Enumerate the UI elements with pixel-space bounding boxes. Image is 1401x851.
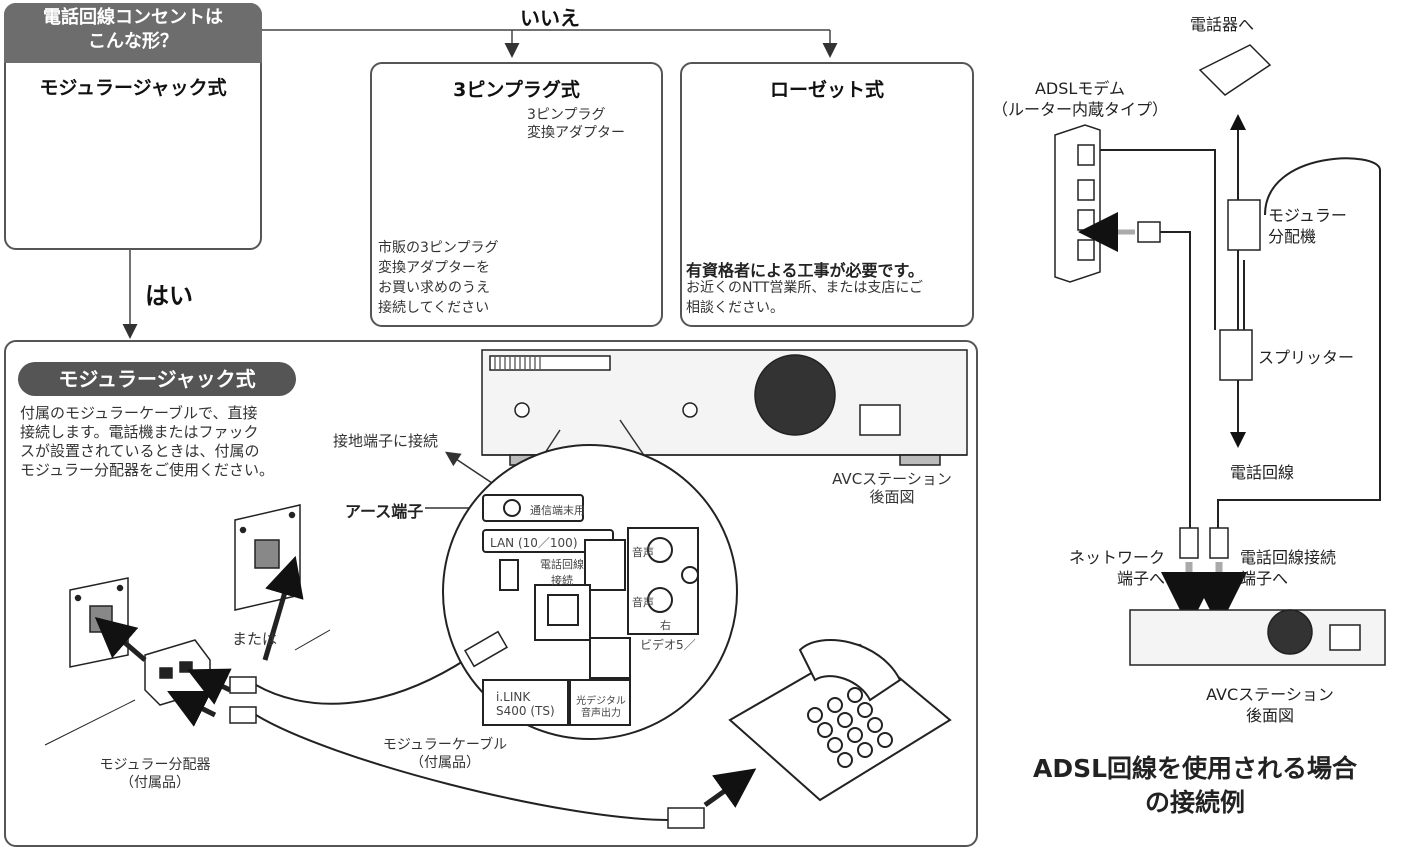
modular-top-title: モジュラージャック式 xyxy=(39,77,227,99)
ilink-label: i.LINK S400 (TS) xyxy=(496,690,555,718)
note-line: 相談ください。 xyxy=(686,300,784,316)
question-line2: こんな形？ xyxy=(88,31,178,52)
adsl-lines xyxy=(1090,114,1381,528)
adsl-station-label: AVCステーション 後面図 xyxy=(1160,684,1380,726)
note-line: 変換アダプターを xyxy=(378,260,490,276)
audio-label-1: 音声 xyxy=(632,546,654,559)
network-terminal-label: ネットワーク 端子へ xyxy=(1020,547,1165,589)
to-phone-label: 電話器へ xyxy=(1190,15,1255,34)
main-connection-panel xyxy=(4,340,978,847)
adsl-station-label-line: 後面図 xyxy=(1245,706,1294,725)
port-label-line: 電話回線 xyxy=(540,558,584,571)
rosette-box xyxy=(680,62,974,327)
network-label-line: 端子へ xyxy=(1116,569,1165,588)
network-label-line: ネットワーク xyxy=(1068,548,1165,567)
right-channel-label: 右 xyxy=(660,619,671,632)
line-terminal-label: 電話回線接続 端子へ xyxy=(1240,547,1336,589)
main-panel-badge: モジュラージャック式 xyxy=(18,362,296,396)
three-pin-title: 3ピンプラグ式 xyxy=(453,79,580,101)
adsl-phone-line-label: 電話回線 xyxy=(1230,463,1295,482)
zoom-circle xyxy=(442,444,738,740)
desc-line: モジュラー分配器をご使用ください。 xyxy=(20,461,274,479)
distributor-label-line: モジュラー xyxy=(1268,206,1347,225)
optical-label-line: 光デジタル xyxy=(576,696,626,707)
splitter-label: モジュラー分配器 （付属品） xyxy=(70,756,240,792)
modem-label: ADSLモデム （ルーター内蔵タイプ） xyxy=(990,78,1170,120)
splitter-label-line: モジュラー分配器 xyxy=(99,757,211,773)
station-label-line: AVCステーション xyxy=(832,470,952,488)
cable-label-line: モジュラーケーブル xyxy=(382,737,508,753)
question-header xyxy=(4,3,262,63)
station-label: AVCステーション 後面図 xyxy=(812,470,972,506)
optical-label: 光デジタル 音声出力 xyxy=(575,696,627,720)
note-line: お近くのNTT営業所、または支店にご xyxy=(686,280,924,296)
line-terminal-label-line: 電話回線接続 xyxy=(1240,548,1337,567)
ilink-label-line: S400 (TS) xyxy=(496,704,555,718)
audio-label-2: 音声 xyxy=(632,596,654,609)
cable-label: モジュラーケーブル （付属品） xyxy=(360,736,530,772)
branch-yes-label: はい xyxy=(145,282,193,310)
station-label-line: 後面図 xyxy=(869,488,915,506)
rosette-warning: 有資格者による工事が必要です。 xyxy=(686,261,924,280)
splitter-label-line: （付属品） xyxy=(120,775,190,791)
adsl-caption-line: の接続例 xyxy=(1144,788,1245,817)
line-terminal-label-line: 端子へ xyxy=(1240,569,1289,588)
comm-terminal-label: 通信端末用 xyxy=(530,504,585,517)
earth-label: アース端子 xyxy=(345,502,424,521)
distributor-label: モジュラー 分配機 xyxy=(1268,205,1347,247)
telephone-illustration xyxy=(728,639,952,802)
adsl-devices xyxy=(1054,44,1386,666)
main-panel-desc: 付属のモジュラーケーブルで、直接 接続します。電話機またはファック スが設置され… xyxy=(20,404,274,480)
desc-line: 付属のモジュラーケーブルで、直接 xyxy=(20,404,258,422)
rosette-title: ローゼット式 xyxy=(769,79,884,101)
three-pin-note: 市販の3ピンプラグ 変換アダプターを お買い求めのうえ 接続してください xyxy=(378,238,499,318)
adsl-splitter-label: スプリッター xyxy=(1258,348,1355,367)
note-line: 市販の3ピンプラグ xyxy=(378,240,499,256)
modem-label-line: （ルーター内蔵タイプ） xyxy=(991,100,1168,119)
adapter-label-line: 変換アダプター xyxy=(527,125,625,141)
branch-no-label: いいえ xyxy=(520,6,580,30)
desc-line: スが設置されているときは、付属の xyxy=(20,442,260,460)
ground-label: 接地端子に接続 xyxy=(333,432,439,450)
optical-label-line: 音声出力 xyxy=(581,708,621,719)
desc-line: 接続します。電話機またはファック xyxy=(20,423,259,441)
port-label-line: 接続 xyxy=(551,574,573,587)
flow-lines xyxy=(122,29,838,339)
adsl-caption-line: ADSL回線を使用される場合 xyxy=(1032,754,1358,783)
lan-label: LAN (10／100) xyxy=(490,536,578,550)
phone-line-port-label: 電話回線 接続 xyxy=(538,556,586,588)
cable-label-line: （付属品） xyxy=(410,755,480,771)
adapter-label: 3ピンプラグ 変換アダプター xyxy=(527,106,625,142)
rosette-note: お近くのNTT営業所、または支店にご 相談ください。 xyxy=(686,278,923,318)
video5-label: ビデオ5／ xyxy=(640,638,696,652)
question-line1: 電話回線コンセントは xyxy=(43,7,223,28)
modem-label-line: ADSLモデム xyxy=(1034,79,1126,98)
main-wall-jacks xyxy=(44,504,757,829)
question-text: 電話回線コンセントは こんな形？ xyxy=(4,6,262,54)
adsl-caption: ADSL回線を使用される場合 の接続例 xyxy=(995,752,1395,820)
note-line: お買い求めのうえ xyxy=(378,280,490,296)
adapter-label-line: 3ピンプラグ xyxy=(527,107,606,123)
distributor-label-line: 分配機 xyxy=(1268,227,1317,246)
ilink-label-line: i.LINK xyxy=(496,690,531,704)
adsl-station-label-line: AVCステーション xyxy=(1206,685,1334,704)
three-pin-box xyxy=(370,62,663,327)
or-label: または xyxy=(232,630,278,648)
note-line: 接続してください xyxy=(378,300,490,316)
